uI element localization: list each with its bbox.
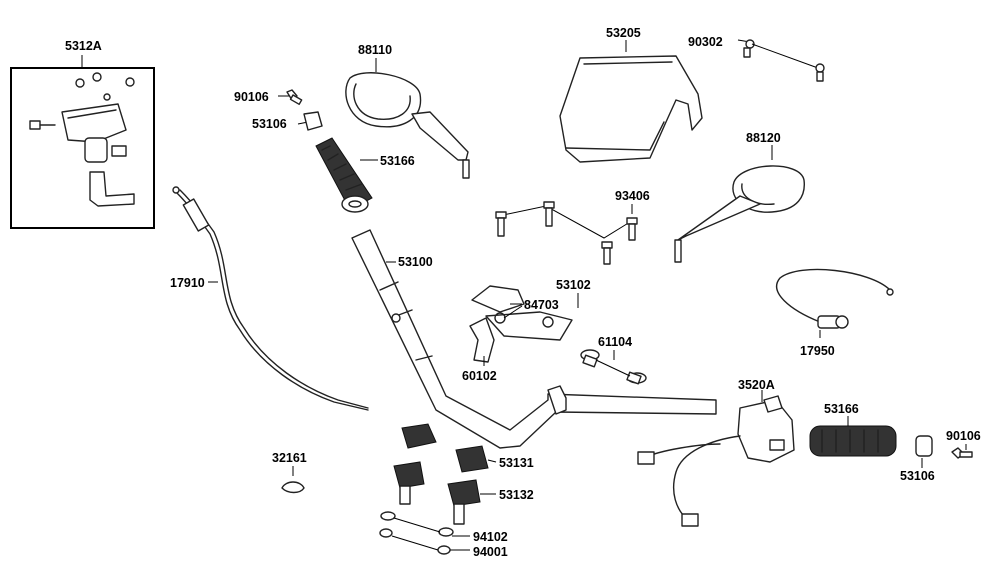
bracket-bolts: [580, 349, 647, 385]
handlebar: [351, 229, 717, 449]
label-90106-right: 90106: [946, 429, 981, 443]
clip: [281, 466, 305, 494]
handlebar-brackets: [469, 285, 579, 366]
master-cylinder-assembly: [10, 55, 155, 229]
label-53102: 53102: [556, 278, 591, 292]
label-84703: 84703: [524, 298, 559, 312]
mirror-bolts: [495, 201, 638, 265]
upper-holders: [401, 423, 497, 473]
label-53106-left: 53106: [252, 117, 287, 131]
bar-end-left: [278, 89, 323, 131]
label-53131: 53131: [499, 456, 534, 470]
windscreen: [559, 40, 703, 163]
label-60102: 60102: [462, 369, 497, 383]
mirror-right: [674, 145, 805, 263]
windscreen-screws: [737, 39, 825, 82]
label-3520A: 3520A: [738, 378, 775, 392]
label-17910: 17910: [170, 276, 205, 290]
label-88120: 88120: [746, 131, 781, 145]
label-94001: 94001: [473, 545, 508, 559]
label-53166-right: 53166: [824, 402, 859, 416]
grip-left: [315, 137, 378, 213]
bar-end-right: [915, 435, 973, 468]
label-32161: 32161: [272, 451, 307, 465]
lower-holders: [393, 461, 496, 525]
label-17950: 17950: [800, 344, 835, 358]
switch-housing: [637, 390, 795, 527]
washers-nuts: [379, 511, 470, 555]
label-90106-left: 90106: [234, 90, 269, 104]
label-88110: 88110: [358, 43, 392, 57]
grip-right: [809, 416, 897, 457]
label-61104: 61104: [598, 335, 632, 349]
cable-17950: [776, 268, 894, 338]
label-94102: 94102: [473, 530, 508, 544]
label-53132: 53132: [499, 488, 534, 502]
label-90302: 90302: [688, 35, 723, 49]
label-53205: 53205: [606, 26, 641, 40]
mirror-left: [345, 58, 470, 179]
throttle-cable: [172, 186, 369, 411]
label-5312A: 5312A: [65, 39, 102, 53]
label-53166-left: 53166: [380, 154, 415, 168]
label-53106-right: 53106: [900, 469, 935, 483]
label-53100: 53100: [398, 255, 433, 269]
label-93406: 93406: [615, 189, 650, 203]
